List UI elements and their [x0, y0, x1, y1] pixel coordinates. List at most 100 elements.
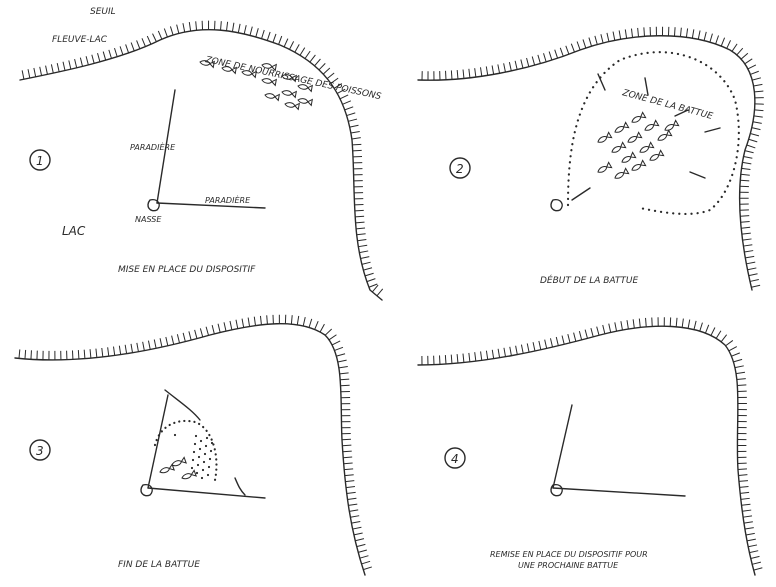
shore-hatch-tick: [310, 55, 315, 62]
panel-4-nasse-trap: [551, 485, 562, 496]
fish-icon: [597, 162, 612, 174]
shore-hatch-tick: [549, 51, 552, 60]
panel-2: ZONE DE LA BATTUE 2 DÉBUT DE LA BATTUE: [418, 27, 764, 290]
shore-hatch-tick: [137, 40, 140, 48]
fish-dot: [211, 442, 213, 444]
shore-hatch-tick: [166, 337, 168, 346]
shore-hatch-tick: [232, 23, 233, 32]
shore-hatch-tick: [638, 28, 639, 37]
shore-hatch-tick: [747, 539, 756, 541]
shore-hatch-tick: [148, 341, 150, 350]
fish-dot: [196, 472, 198, 474]
shore-hatch-tick: [344, 469, 353, 470]
shore-hatch-tick: [579, 331, 581, 340]
shore-hatch-tick: [297, 316, 298, 325]
shore-hatch-tick: [172, 336, 174, 345]
fish-icon: [631, 112, 646, 124]
panel-1-label-paradiere-2: PARADIÈRE: [205, 194, 251, 205]
shore-hatch-tick: [486, 351, 487, 360]
panel-2-arrow-5: [690, 172, 705, 178]
shore-hatch-tick: [343, 101, 351, 104]
shore-hatch-tick: [147, 36, 151, 44]
panel-3-paradiere-line-1: [148, 395, 168, 488]
panel-2-arrow-4: [705, 128, 720, 132]
fish-dot: [199, 448, 201, 450]
panel-1: SEUIL FLEUVE-LAC ZONE DE NOURRISSAGE DES…: [20, 7, 383, 300]
shore-hatch-tick: [348, 504, 357, 505]
panel-4-shore-hatching: [422, 317, 762, 570]
panel-4: 4 REMISE EN PLACE DU DISPOSITIF POUR UNE…: [418, 317, 762, 575]
fish-icon: [597, 132, 612, 144]
shore-hatch-tick: [348, 498, 357, 499]
shore-hatch-tick: [359, 251, 368, 253]
shore-hatch-tick: [109, 50, 112, 59]
panel-2-label-zone: ZONE DE LA BATTUE: [620, 88, 714, 122]
panel-2-shore-hatching: [422, 27, 764, 288]
shore-hatch-tick: [748, 545, 757, 547]
shore-hatch-tick: [752, 562, 761, 564]
fish-icon: [664, 120, 679, 132]
shore-hatch-tick: [360, 556, 369, 558]
shore-hatch-tick: [607, 33, 609, 42]
shore-hatch-tick: [748, 268, 757, 270]
shore-hatch-tick: [189, 331, 191, 340]
shore-hatch-tick: [336, 354, 345, 356]
shore-hatch-tick: [750, 279, 759, 281]
panel-2-arrow-2: [645, 78, 648, 95]
shore-hatch-tick: [345, 107, 353, 110]
shore-hatch-tick: [492, 350, 493, 359]
shore-hatch-tick: [733, 359, 742, 362]
fish-icon: [614, 168, 629, 180]
shore-hatch-tick: [279, 36, 282, 44]
shore-hatch-tick: [676, 318, 677, 327]
shore-hatch-tick: [51, 64, 53, 73]
shore-hatch-tick: [740, 492, 749, 493]
shore-hatch-tick: [40, 67, 42, 76]
shore-hatch-tick: [22, 70, 24, 79]
shore-hatch-tick: [160, 338, 162, 347]
shore-hatch-tick: [742, 162, 751, 163]
shore-hatch-tick: [521, 345, 523, 354]
shore-hatch-tick: [469, 69, 470, 78]
shore-hatch-tick: [142, 38, 145, 46]
panel-3-fish-group: [159, 434, 213, 481]
panel-3-shore-hatching: [19, 315, 372, 570]
fish-icon: [159, 464, 174, 474]
fish-icon: [631, 160, 646, 172]
shore-hatch-tick: [355, 539, 364, 541]
shore-hatch-tick: [358, 550, 367, 552]
shore-hatch-tick: [158, 31, 162, 39]
fish-dot: [205, 445, 207, 447]
shore-hatch-tick: [742, 510, 751, 511]
fish-dot: [209, 458, 211, 460]
panel-1-caption: MISE EN PLACE DU DISPOSITIF: [118, 265, 256, 275]
shore-hatch-tick: [353, 527, 362, 529]
shore-hatch-tick: [177, 25, 179, 34]
shore-hatch-tick: [361, 257, 370, 259]
shore-hatch-tick: [533, 342, 535, 351]
shore-hatch-tick: [680, 28, 681, 37]
shore-hatch-tick: [750, 71, 758, 74]
fish-dot: [206, 437, 208, 439]
shore-hatch-tick: [738, 469, 747, 470]
shore-hatch-tick: [267, 315, 268, 324]
shore-hatch-tick: [363, 268, 372, 270]
fish-icon: [284, 101, 299, 109]
panel-3-arrow-top: [165, 390, 200, 420]
shore-hatch-tick: [705, 325, 708, 333]
shore-hatch-tick: [183, 23, 185, 32]
shore-hatch-tick: [752, 128, 761, 130]
shore-hatch-tick: [727, 40, 731, 48]
shore-hatch-tick: [741, 174, 750, 175]
shore-hatch-tick: [260, 316, 261, 325]
shore-hatch-tick: [555, 50, 558, 59]
shore-hatch-tick: [342, 445, 351, 446]
shore-hatch-tick: [196, 21, 197, 30]
panel-1-number: 1: [36, 154, 44, 168]
fish-icon: [181, 470, 196, 480]
shore-hatch-tick: [238, 24, 240, 33]
shore-hatch-tick: [504, 348, 506, 357]
shore-hatch-tick: [740, 216, 749, 217]
shore-hatch-tick: [743, 516, 752, 517]
shore-hatch-tick: [340, 379, 349, 380]
